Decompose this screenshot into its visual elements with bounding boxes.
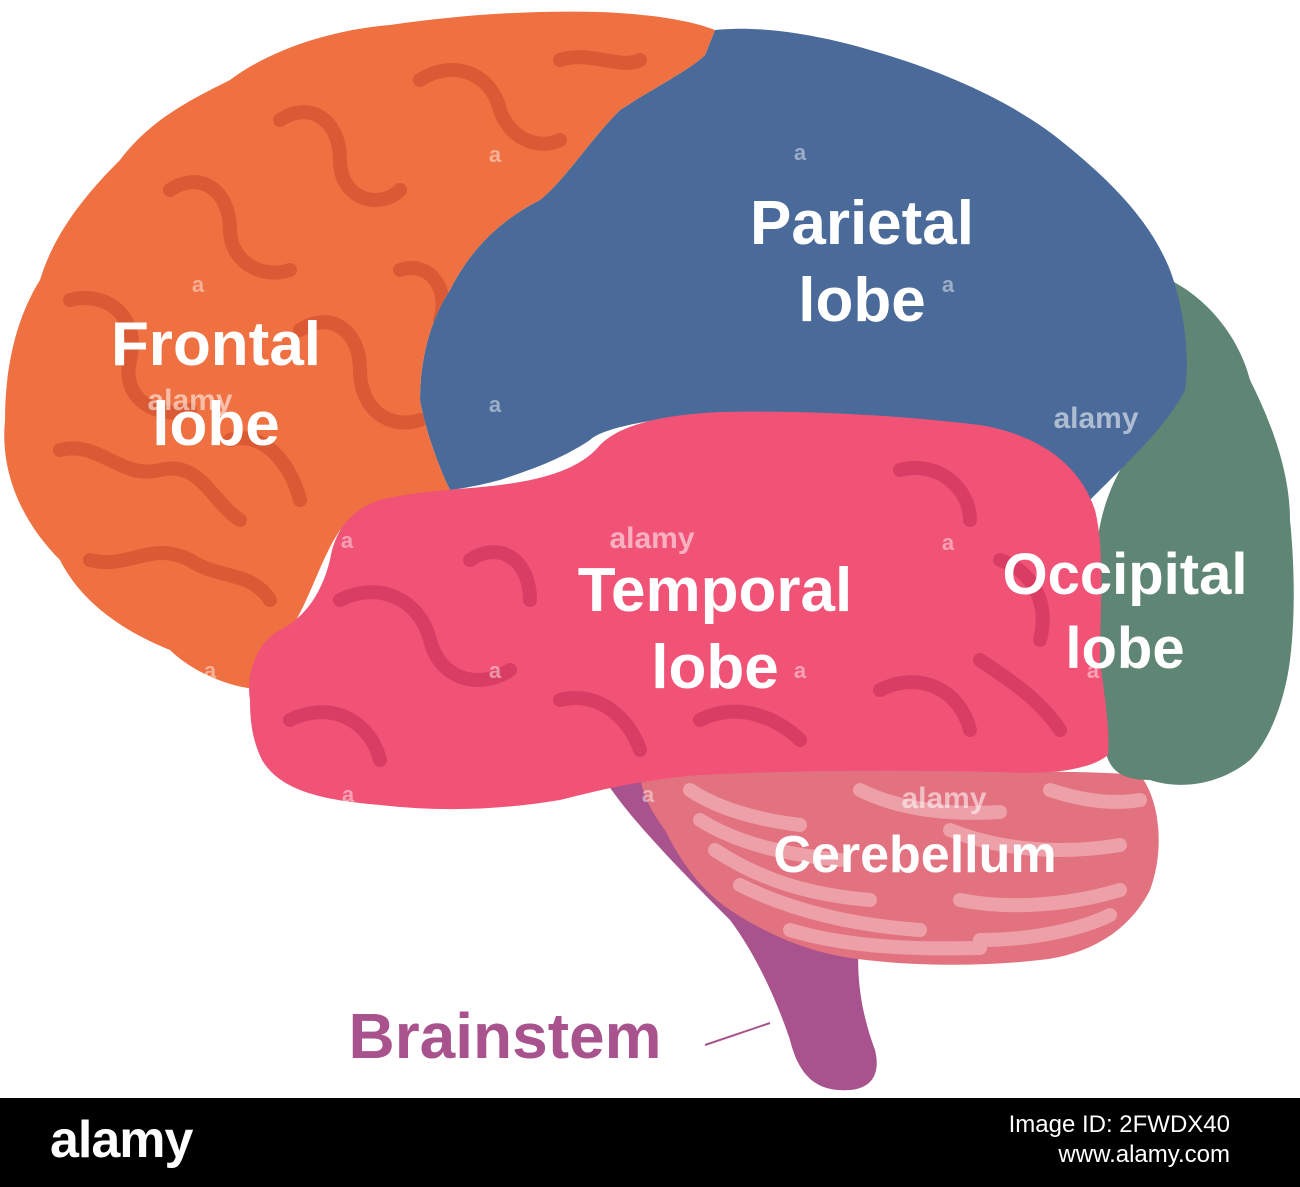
alamy-logo: alamy [50,1111,193,1169]
parietal-lobe-label-line1: Parietal [750,189,974,258]
parietal-lobe-label-line2: lobe [798,266,925,335]
cerebellum-folds [683,783,1147,956]
image-id-text: Image ID: 2FWDX40 [1008,1111,1230,1138]
watermark-letter: a [489,392,502,417]
watermark-letter: a [1087,142,1100,167]
watermark-letter: a [642,782,655,807]
watermark-letter: a [192,272,205,297]
brainstem-label: Brainstem [349,1000,662,1072]
watermark-letter: a [794,658,807,683]
brain-diagram: alamy alamy alamy alamy a a a a a a a a … [4,11,1294,1091]
watermark-letter: a [942,272,955,297]
watermark-letter: a [489,658,502,683]
watermark-letter: a [942,530,955,555]
watermark: alamy [147,384,232,417]
temporal-gyri [283,461,1067,767]
brainstem-pointer-line [704,1022,771,1046]
occipital-lobe-label-line2: lobe [1065,616,1184,681]
watermark-letter: a [1234,782,1247,807]
image-info: Image ID: 2FWDX40 www.alamy.com [1009,1110,1230,1170]
temporal-lobe-region [249,411,1109,810]
site-url-text: www.alamy.com [1058,1141,1230,1168]
watermark-letter: a [489,142,502,167]
watermark-letter: a [342,782,355,807]
watermark-letter: a [1087,658,1100,683]
watermark-letter: a [204,658,217,683]
watermark-footer-bar: alamy Image ID: 2FWDX40 www.alamy.com [0,1098,1300,1187]
watermark-letter: a [794,140,807,165]
frontal-lobe-label-line1: Frontal [111,310,321,379]
temporal-lobe-label-line1: Temporal [578,556,852,625]
cerebellum-label: Cerebellum [773,826,1056,884]
occipital-lobe-label-line1: Occipital [1003,542,1248,607]
temporal-lobe-label-line2: lobe [651,633,778,702]
brain-illustration: alamy alamy alamy alamy a a a a a a a a … [4,11,1294,1091]
watermark: alamy [1053,402,1138,435]
parietal-lobe-region [420,28,1187,506]
occipital-lobe-region [1095,280,1294,785]
watermark: alamy [901,782,986,815]
watermark-letter: a [341,528,354,553]
watermark: alamy [609,522,694,555]
frontal-lobe-label-line2: lobe [152,390,279,459]
